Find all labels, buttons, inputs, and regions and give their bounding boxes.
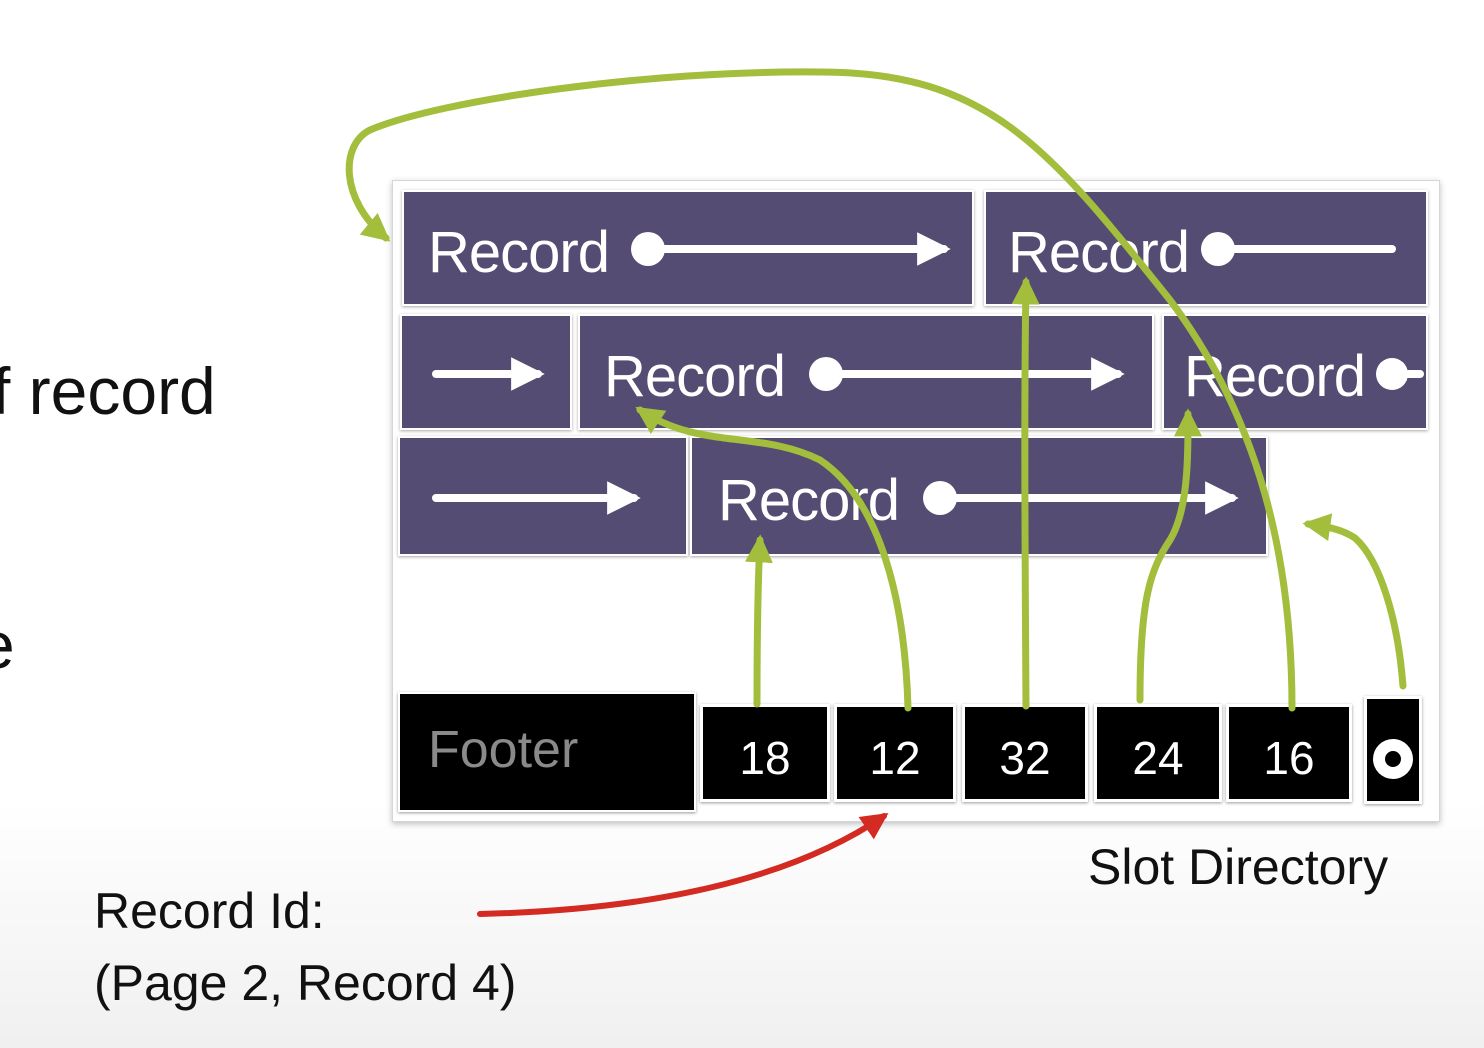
slot-pointer-24 [1136,408,1202,704]
slot-offset-value: 12 [869,732,921,784]
record-label: Record [604,344,786,409]
pointer-dot [1376,358,1408,390]
pointer-dot [809,357,843,391]
slot-pointer-12 [635,406,912,712]
free-space-pointer-dot-center [1385,751,1401,767]
slot-offset-value: 16 [1263,732,1315,784]
pointer-dot [631,232,665,266]
pointer-dot [923,481,957,515]
slot-pointer-18 [744,534,773,708]
record-label: Record [428,220,610,285]
record-id-value: (Page 2, Record 4) [94,955,517,1011]
footer-label: Footer [428,721,579,779]
free-space-pointer-slot [1364,696,1422,804]
record-label: Record [1184,344,1366,409]
record-label: Record [1008,220,1190,285]
slot-entry: 24 [1094,704,1222,802]
slot-offset-value: 32 [999,732,1051,784]
side-text-fragment: f record [0,354,216,428]
record-id-arrow [477,812,889,917]
side-text-fragment: e [0,612,15,678]
slot-entry: 32 [962,704,1088,802]
slot-pointer-32 [1011,276,1040,710]
slot-offset-value: 24 [1132,732,1184,784]
slot-directory-label: Slot Directory [1088,839,1389,895]
record-id-label: Record Id: [94,883,325,939]
record-pointer-dots [631,232,1408,515]
slot-entry: 12 [834,704,956,802]
slot-pointer-arrows [345,68,1407,712]
record-pointer-arrows [432,232,1424,515]
slot-offset-value: 18 [739,732,791,784]
slot-pointer-16 [345,68,1296,712]
slot-pointer-free-space [1302,513,1407,690]
pointer-dot [1201,232,1235,266]
slot-entry: 16 [1226,704,1352,802]
slot-entry: 18 [700,704,830,802]
footer-block: Footer [398,692,696,812]
